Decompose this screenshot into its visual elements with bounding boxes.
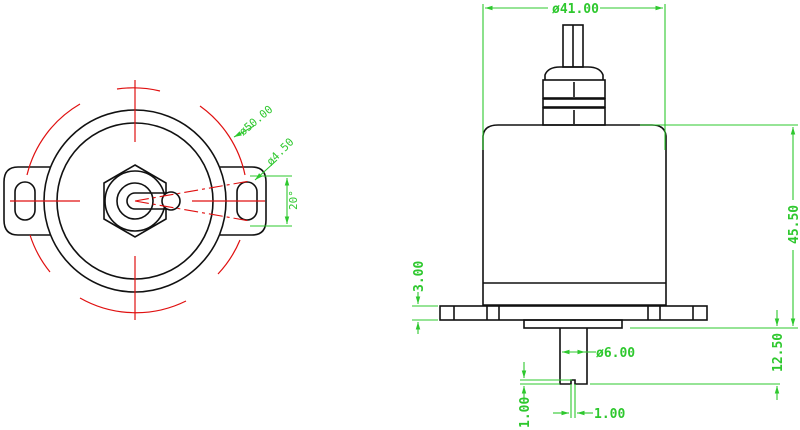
left-mounting-ear (3, 166, 50, 236)
dim-notch-depth: 1.00 (518, 397, 533, 428)
gland-washer (542, 98, 606, 108)
dim-shaft-length: 12.50 (771, 333, 786, 372)
hex-nut (103, 164, 167, 238)
pitch-circle-arcs (26, 87, 246, 314)
shaft-circle (116, 182, 154, 220)
shaft (559, 328, 588, 385)
dim-slot-width: ø4.50 (264, 136, 297, 169)
right-mounting-ear (220, 166, 267, 236)
lever-ball (161, 191, 181, 211)
dim-body-diameter: ø41.00 (552, 2, 599, 17)
side-view: ø41.00 45.50 12.50 3.00 ø6.00 1.00 1.00 (412, 1, 800, 428)
dim-outer-diameter: ø50.00 (237, 103, 276, 139)
dim-angle: 20° (287, 190, 300, 210)
dim-shaft-diameter: ø6.00 (596, 346, 635, 361)
mounting-flange (439, 305, 708, 321)
encoder-body (482, 124, 667, 306)
shaft-collar (523, 319, 623, 329)
dim-body-height: 45.50 (787, 205, 800, 244)
dim-flange-thickness: 3.00 (412, 261, 427, 292)
gland-nut-1 (542, 79, 606, 99)
cable-gland-dome (544, 66, 604, 80)
top-view: ø50.00 ø4.50 20° (3, 80, 300, 320)
dim-notch-width: 1.00 (594, 407, 625, 422)
